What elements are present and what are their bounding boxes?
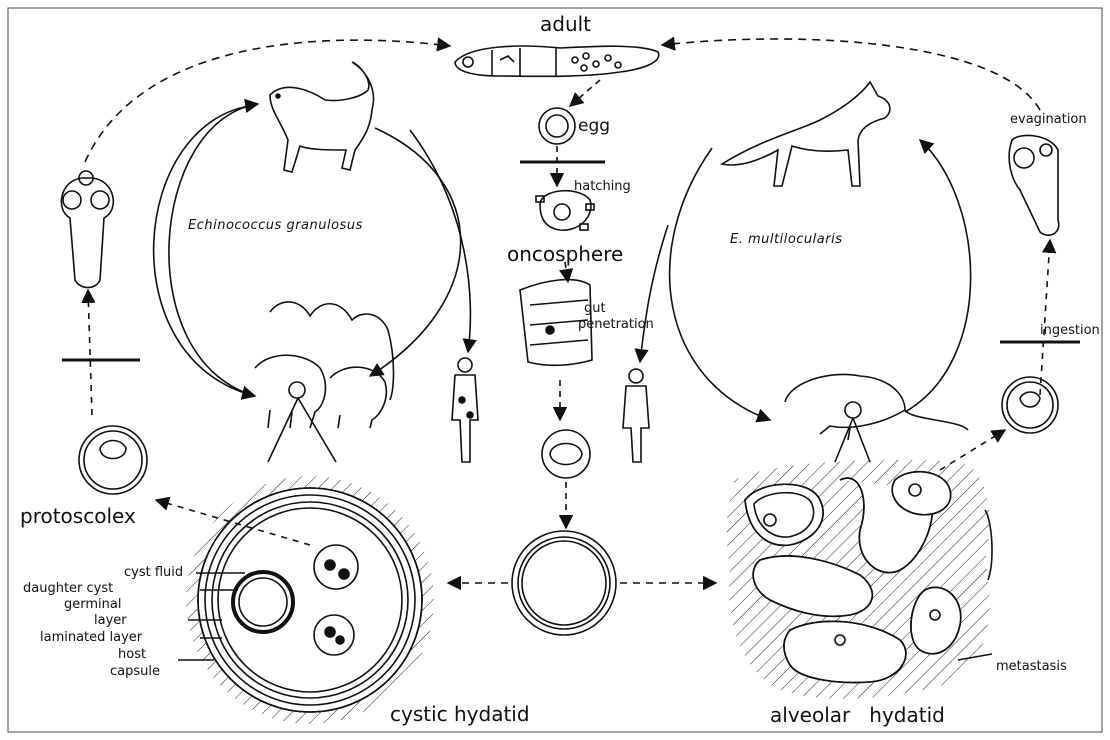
early-cyst-drawing — [542, 430, 590, 478]
left-cycle-arc-down — [370, 128, 461, 376]
alveolar-hydatid-drawing — [727, 460, 992, 699]
label-germinal: germinal — [64, 598, 121, 611]
intermediate-hosts-drawing — [255, 302, 394, 428]
label-echinococcus-granulosus: Echinococcus granulosus — [188, 219, 363, 232]
egg-drawing — [539, 108, 575, 144]
arrow-protoscolex-to-adult — [85, 40, 450, 162]
evaginated-scolex-right — [1009, 135, 1059, 235]
label-ingestion: ingestion — [1040, 324, 1100, 337]
fox-drawing — [722, 82, 890, 186]
label-egg: egg — [578, 118, 610, 135]
label-gut: gut — [584, 302, 606, 315]
human-left-drawing — [452, 358, 478, 462]
label-alveolar-hydatid: alveolar hydatid — [770, 705, 945, 725]
label-host: host — [118, 648, 146, 661]
label-daughter-cyst: daughter cyst — [23, 582, 113, 595]
label-capsule: capsule — [110, 665, 160, 678]
right-cycle-arc-up — [905, 140, 971, 412]
label-layer: layer — [94, 614, 127, 627]
protoscolex-right-drawing — [1002, 377, 1058, 433]
label-protoscolex: protoscolex — [20, 506, 136, 526]
label-adult: adult — [540, 14, 591, 34]
right-cycle-arc-down — [670, 148, 770, 420]
dog-drawing — [270, 62, 374, 172]
rodent-drawing — [785, 374, 968, 440]
label-cystic-hydatid: cystic hydatid — [390, 704, 530, 724]
cystic-hydatid-drawing — [186, 476, 434, 724]
label-e-multilocularis: E. multilocularis — [730, 233, 842, 246]
protoscolex-drawing — [79, 426, 147, 494]
human-right-drawing — [623, 369, 649, 462]
arrow-evagination-to-adult — [662, 39, 1040, 110]
mature-cyst-center-drawing — [512, 531, 616, 635]
label-penetration: penetration — [578, 318, 654, 331]
evaginated-scolex-left — [61, 171, 113, 288]
hatching-drawing — [536, 191, 594, 230]
label-cyst-fluid: cyst fluid — [124, 566, 183, 579]
adult-worm-drawing — [455, 46, 659, 76]
label-laminated-layer: laminated layer — [40, 631, 142, 644]
label-oncosphere: oncosphere — [507, 244, 623, 264]
label-hatching: hatching — [574, 180, 631, 193]
label-metastasis: metastasis — [996, 660, 1067, 673]
label-evagination: evagination — [1010, 113, 1087, 126]
